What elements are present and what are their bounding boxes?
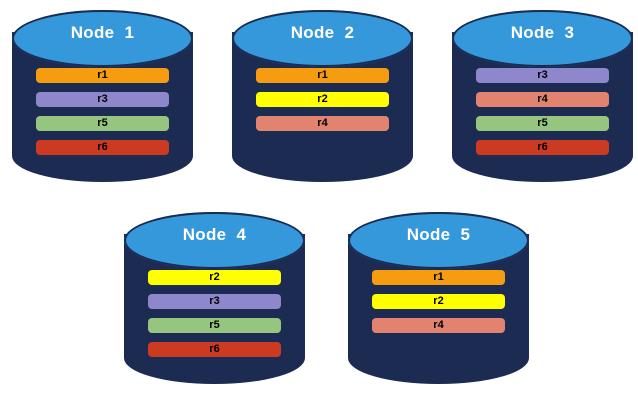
- replica-list: r2 r3 r5 r6: [148, 270, 281, 366]
- database-node-1[interactable]: Node 1 r1 r3 r5 r6: [12, 10, 193, 190]
- cylinder-top-ellipse: [124, 212, 305, 269]
- replica-bar[interactable]: r2: [256, 92, 389, 107]
- replica-bar[interactable]: r1: [36, 68, 169, 83]
- replica-bar[interactable]: r4: [256, 116, 389, 131]
- cylinder-top-ellipse: [12, 10, 193, 67]
- replica-bar[interactable]: r4: [372, 318, 505, 333]
- replica-bar[interactable]: r5: [148, 318, 281, 333]
- cylinder-top-ellipse: [348, 212, 529, 269]
- replica-bar[interactable]: r6: [476, 140, 609, 155]
- database-node-5[interactable]: Node 5 r1 r2 r4: [348, 212, 529, 392]
- replica-bar[interactable]: r1: [256, 68, 389, 83]
- replica-bar[interactable]: r4: [476, 92, 609, 107]
- database-node-2[interactable]: Node 2 r1 r2 r4: [232, 10, 413, 190]
- replica-bar[interactable]: r3: [148, 294, 281, 309]
- replica-bar[interactable]: r3: [36, 92, 169, 107]
- database-node-4[interactable]: Node 4 r2 r3 r5 r6: [124, 212, 305, 392]
- replica-bar[interactable]: r6: [36, 140, 169, 155]
- replica-bar[interactable]: r2: [372, 294, 505, 309]
- node-label: Node 4: [182, 225, 247, 244]
- cylinder-top-ellipse: [232, 10, 413, 67]
- replica-list: r1 r3 r5 r6: [36, 68, 169, 164]
- replica-bar[interactable]: r6: [148, 342, 281, 357]
- replica-bar[interactable]: r1: [372, 270, 505, 285]
- replica-list: r1 r2 r4: [372, 270, 505, 342]
- replica-list: r1 r2 r4: [256, 68, 389, 140]
- node-label: Node 1: [70, 23, 135, 42]
- cylinder-top-ellipse: [452, 10, 633, 67]
- database-node-3[interactable]: Node 3 r3 r4 r5 r6: [452, 10, 633, 190]
- replica-bar[interactable]: r2: [148, 270, 281, 285]
- replica-list: r3 r4 r5 r6: [476, 68, 609, 164]
- node-label: Node 5: [406, 225, 471, 244]
- replica-bar[interactable]: r5: [36, 116, 169, 131]
- node-label: Node 3: [510, 23, 575, 42]
- replica-bar[interactable]: r5: [476, 116, 609, 131]
- node-label: Node 2: [290, 23, 355, 42]
- replica-bar[interactable]: r3: [476, 68, 609, 83]
